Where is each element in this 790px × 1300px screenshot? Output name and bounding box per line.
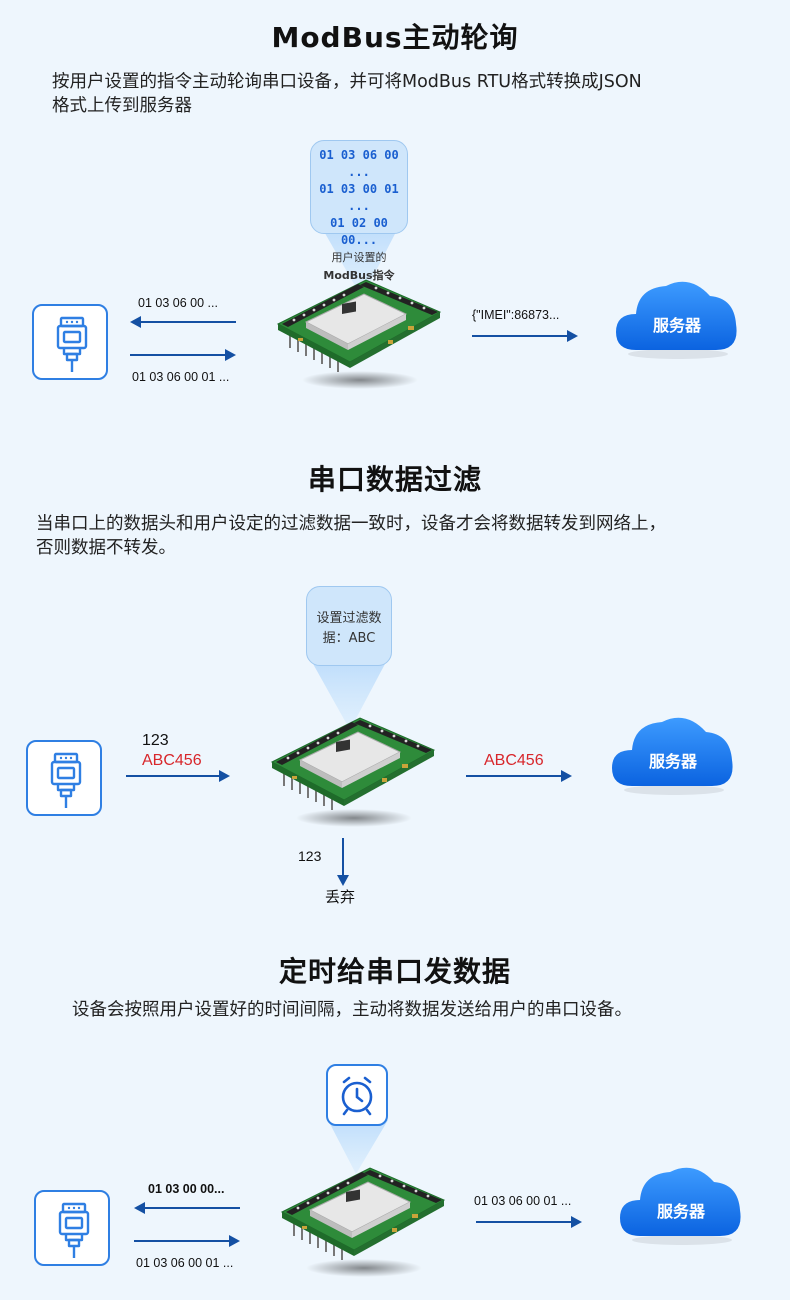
serial-port-icon-2 — [28, 742, 104, 818]
s2-input-label-2: ABC456 — [142, 752, 202, 769]
bubble-command-1: 01 03 06 00 ... — [319, 148, 399, 179]
s1-left-arrow-label: 01 03 06 00 ... — [138, 296, 218, 310]
s1-arrow-to-module — [130, 349, 236, 361]
cloud-icon-3 — [620, 1167, 741, 1245]
cloud-icon — [616, 281, 737, 359]
s2-discard-value: 123 — [298, 848, 322, 864]
bubble-caption-1: 用户设置的 — [331, 251, 387, 264]
module-board-image-3 — [272, 1150, 452, 1280]
module-board-image — [268, 262, 448, 392]
serial-port-icon — [34, 306, 110, 382]
bubble-beam — [322, 228, 398, 298]
section2-description: 当串口上的数据头和用户设定的过滤数据一致时，设备才会将数据转发到网络上， 否则数… — [36, 512, 766, 560]
section1-description: 按用户设置的指令主动轮询串口设备，并可将ModBus RTU格式转换成JSON … — [52, 70, 752, 118]
alarm-clock-icon — [341, 1076, 373, 1116]
section1-title: ModBus主动轮询 — [271, 21, 519, 54]
s2-arrow-to-server — [466, 770, 572, 782]
s1-arrow-to-server — [472, 330, 578, 342]
s2-output-label: ABC456 — [484, 752, 544, 769]
bubble-caption-2: ModBus指令 — [323, 269, 395, 282]
section3-description: 设备会按照用户设置好的时间间隔，主动将数据发送给用户的串口设备。 — [72, 1000, 632, 1020]
serial-port-icon-3 — [36, 1192, 112, 1268]
section3-title: 定时给串口发数据 — [278, 955, 511, 988]
cloud-server-2: 服务器 — [608, 706, 738, 796]
s3-server-arrow-label: 01 03 06 00 01 ... — [474, 1194, 572, 1208]
s3-right-arrow-label: 01 03 06 00 01 ... — [136, 1256, 234, 1270]
section2-title: 串口数据过滤 — [307, 463, 482, 496]
bubble-command-3: 01 02 00 00... — [330, 216, 388, 247]
s1-server-arrow-label: {"IMEI":86873... — [472, 308, 560, 322]
s3-arrow-to-server — [476, 1216, 582, 1228]
cloud-server-label-3: 服务器 — [656, 1202, 705, 1221]
s2-arrow-to-module — [126, 770, 230, 782]
filter-setting-bubble: 设置过滤数 据：ABC — [306, 586, 392, 666]
section1-desc-line2: 格式上传到服务器 — [52, 96, 192, 116]
cloud-server-3: 服务器 — [616, 1156, 746, 1246]
section2-desc-line1: 当串口上的数据头和用户设定的过滤数据一致时，设备才会将数据转发到网络上， — [36, 514, 666, 534]
serial-device-box — [32, 304, 108, 380]
cloud-server-label: 服务器 — [652, 316, 701, 335]
s3-arrow-to-device — [134, 1202, 240, 1214]
serial-device-box-2 — [26, 740, 102, 816]
s2-discard-label: 丢弃 — [325, 888, 356, 906]
filter-bubble-beam — [312, 662, 386, 730]
s3-arrow-to-module — [134, 1235, 240, 1247]
cloud-server: 服务器 — [612, 270, 742, 360]
s1-right-arrow-label: 01 03 06 00 01 ... — [132, 370, 230, 384]
cloud-server-label-2: 服务器 — [648, 752, 697, 771]
section1-desc-line1: 按用户设置的指令主动轮询串口设备，并可将ModBus RTU格式转换成JSON — [52, 72, 642, 92]
s2-input-label-1: 123 — [142, 732, 169, 749]
filter-bubble-line1: 设置过滤数 — [316, 611, 382, 626]
s2-arrow-discard — [337, 838, 349, 886]
bubble-command-2: 01 03 00 01 ... — [319, 182, 399, 213]
s3-left-arrow-label: 01 03 00 00... — [148, 1182, 225, 1196]
s1-arrow-to-device — [130, 316, 236, 328]
serial-device-box-3 — [34, 1190, 110, 1266]
cloud-icon-2 — [612, 717, 733, 795]
timer-box — [326, 1064, 388, 1126]
module-board-image-2 — [262, 700, 442, 830]
clock-beam — [328, 1120, 388, 1174]
section2-desc-line2: 否则数据不转发。 — [36, 538, 176, 558]
filter-bubble-line2: 据：ABC — [322, 631, 376, 646]
modbus-command-bubble: 01 03 06 00 ... 01 03 00 01 ... 01 02 00… — [310, 140, 408, 282]
